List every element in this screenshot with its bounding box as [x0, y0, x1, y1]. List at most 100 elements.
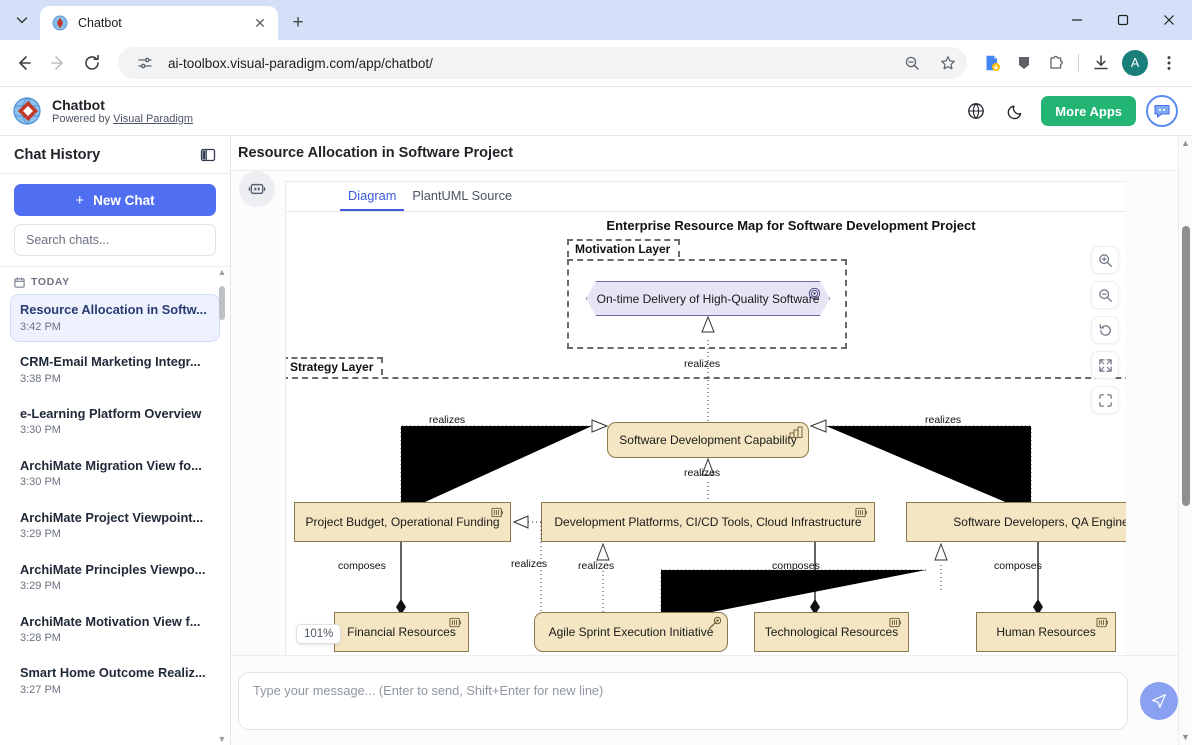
- page-scrollbar[interactable]: ▲ ▼: [1178, 136, 1192, 745]
- chat-history-item[interactable]: ArchiMate Principles Viewpo...3:29 PM: [10, 554, 220, 602]
- tab-diagram[interactable]: Diagram: [340, 188, 405, 211]
- chat-history-item[interactable]: ArchiMate Motivation View f...3:28 PM: [10, 606, 220, 654]
- node-project-budget-label: Project Budget, Operational Funding: [305, 515, 500, 529]
- page-scroll-track[interactable]: [1179, 151, 1192, 730]
- motivation-layer-label: Motivation Layer: [575, 242, 671, 256]
- message-area: Diagram PlantUML Source Enterprise Resou…: [231, 171, 1192, 655]
- sidebar-scroll-thumb[interactable]: [219, 286, 225, 320]
- profile-avatar[interactable]: A: [1122, 50, 1148, 76]
- reload-button[interactable]: [76, 47, 108, 79]
- close-window-button[interactable]: [1146, 0, 1192, 40]
- node-technological-resources[interactable]: Technological Resources: [754, 612, 909, 652]
- search-wrapper: [0, 224, 230, 266]
- maximize-button[interactable]: [1100, 0, 1146, 40]
- edge-label-cap-right-realizes: realizes: [925, 414, 962, 426]
- bookmark-tag-icon[interactable]: [1009, 48, 1039, 78]
- browser-tab-strip: Chatbot ✕ +: [0, 0, 1192, 40]
- resource-icon: [491, 507, 505, 518]
- language-button[interactable]: [961, 96, 991, 126]
- diagram-viewport[interactable]: Enterprise Resource Map for Software Dev…: [286, 212, 1126, 655]
- page-scroll-thumb[interactable]: [1181, 226, 1190, 506]
- chevron-down-icon: [16, 17, 28, 24]
- new-tab-button[interactable]: +: [284, 8, 312, 36]
- composer-box[interactable]: [238, 671, 1128, 730]
- chat-history-item[interactable]: Smart Home Outcome Realiz...3:27 PM: [10, 657, 220, 705]
- chat-history-item[interactable]: ArchiMate Migration View fo...3:30 PM: [10, 450, 220, 498]
- site-settings-icon[interactable]: [132, 50, 158, 76]
- tab-search-button[interactable]: [8, 5, 36, 35]
- course-of-action-icon: [707, 616, 722, 630]
- sidebar-scrollbar[interactable]: ▲ ▼: [216, 267, 228, 745]
- back-button[interactable]: [8, 47, 40, 79]
- theme-toggle-button[interactable]: [1001, 96, 1031, 126]
- edge-agile-realizes-technological: [660, 569, 926, 622]
- send-button[interactable]: [1140, 681, 1178, 720]
- zoom-out-magnifier-icon[interactable]: [899, 50, 925, 76]
- address-bar[interactable]: ai-toolbox.visual-paradigm.com/app/chatb…: [118, 47, 967, 79]
- minimize-button[interactable]: [1054, 0, 1100, 40]
- node-technological-resources-label: Technological Resources: [764, 625, 899, 639]
- close-icon[interactable]: ✕: [254, 15, 266, 31]
- new-chat-button[interactable]: + New Chat: [14, 184, 216, 216]
- edge-label-cap-bottom-realizes: realizes: [684, 467, 721, 479]
- edge-agile-realizes-platforms: [596, 542, 610, 620]
- chat-assistant-button[interactable]: [1146, 95, 1178, 127]
- chat-history-item[interactable]: CRM-Email Marketing Integr...3:38 PM: [10, 346, 220, 394]
- sidebar-scroll-track[interactable]: [216, 278, 228, 734]
- page-scroll-down-arrow-icon[interactable]: ▼: [1181, 732, 1190, 742]
- app-title: Chatbot: [52, 96, 105, 113]
- node-goal[interactable]: On-time Delivery of High-Quality Softwar…: [586, 281, 830, 316]
- chat-history-item[interactable]: ArchiMate Project Viewpoint...3:29 PM: [10, 502, 220, 550]
- more-apps-button[interactable]: More Apps: [1041, 96, 1136, 126]
- star-icon[interactable]: [935, 50, 961, 76]
- reset-zoom-button[interactable]: [1091, 316, 1119, 344]
- fit-to-screen-button[interactable]: [1091, 386, 1119, 414]
- message-input[interactable]: [253, 682, 1113, 719]
- zoom-out-button[interactable]: [1091, 281, 1119, 309]
- history-group-today: TODAY: [0, 274, 230, 294]
- app-body: Chat History + New Chat: [0, 136, 1192, 745]
- zoom-in-button[interactable]: [1091, 246, 1119, 274]
- zoom-in-icon: [1098, 253, 1112, 267]
- close-icon: [1164, 15, 1174, 25]
- edge-label-goal-realizes: realizes: [684, 358, 721, 370]
- chat-history-item[interactable]: Resource Allocation in Softw... 3:42 PM: [10, 294, 220, 342]
- visual-paradigm-link[interactable]: Visual Paradigm: [113, 112, 194, 125]
- strategy-layer-label: Strategy Layer: [290, 360, 374, 374]
- node-financial-resources[interactable]: Financial Resources: [334, 612, 469, 652]
- conversation-content: Resource Allocation in Software Project …: [231, 136, 1192, 745]
- page-save-icon[interactable]: [977, 48, 1007, 78]
- send-paper-plane-icon: [1152, 693, 1166, 708]
- panel-toggle-icon[interactable]: [196, 143, 220, 167]
- downloads-icon[interactable]: [1086, 48, 1116, 78]
- diagram-canvas[interactable]: Enterprise Resource Map for Software Dev…: [286, 212, 1126, 655]
- tab-plantuml-source[interactable]: PlantUML Source: [404, 188, 520, 211]
- fullscreen-button[interactable]: [1091, 351, 1119, 379]
- node-agile-initiative[interactable]: Agile Sprint Execution Initiative: [534, 612, 728, 652]
- node-developers[interactable]: Software Developers, QA Engine: [906, 502, 1126, 542]
- back-arrow-icon: [19, 56, 31, 70]
- node-capability[interactable]: Software Development Capability: [607, 422, 809, 458]
- scroll-up-arrow-icon[interactable]: ▲: [217, 267, 227, 277]
- browser-tab[interactable]: Chatbot ✕: [40, 6, 278, 40]
- page-title: Resource Allocation in Software Project: [238, 145, 514, 161]
- chat-history-item-title: ArchiMate Motivation View f...: [20, 613, 201, 629]
- node-human-resources[interactable]: Human Resources: [976, 612, 1116, 652]
- forward-button[interactable]: [42, 47, 74, 79]
- node-project-budget[interactable]: Project Budget, Operational Funding: [294, 502, 511, 542]
- page-scroll-up-arrow-icon[interactable]: ▲: [1181, 138, 1190, 148]
- node-platforms[interactable]: Development Platforms, CI/CD Tools, Clou…: [541, 502, 875, 542]
- kebab-menu-icon[interactable]: [1154, 48, 1184, 78]
- chat-history-item-title: Resource Allocation in Softw...: [20, 302, 207, 317]
- extensions-puzzle-icon[interactable]: [1041, 48, 1071, 78]
- edge-label-cap-left-realizes: realizes: [429, 414, 466, 426]
- chat-history-item-time: 3:29 PM: [20, 580, 61, 593]
- search-input[interactable]: [14, 224, 216, 256]
- node-developers-label: Software Developers, QA Engine: [953, 515, 1126, 529]
- toolbar-divider: [1078, 54, 1079, 72]
- chat-history-item-time: 3:42 PM: [20, 320, 61, 333]
- edge-developers-composes-human: [1033, 542, 1043, 615]
- motivation-layer-label-tab: Motivation Layer: [567, 239, 681, 257]
- scroll-down-arrow-icon[interactable]: ▼: [217, 734, 227, 744]
